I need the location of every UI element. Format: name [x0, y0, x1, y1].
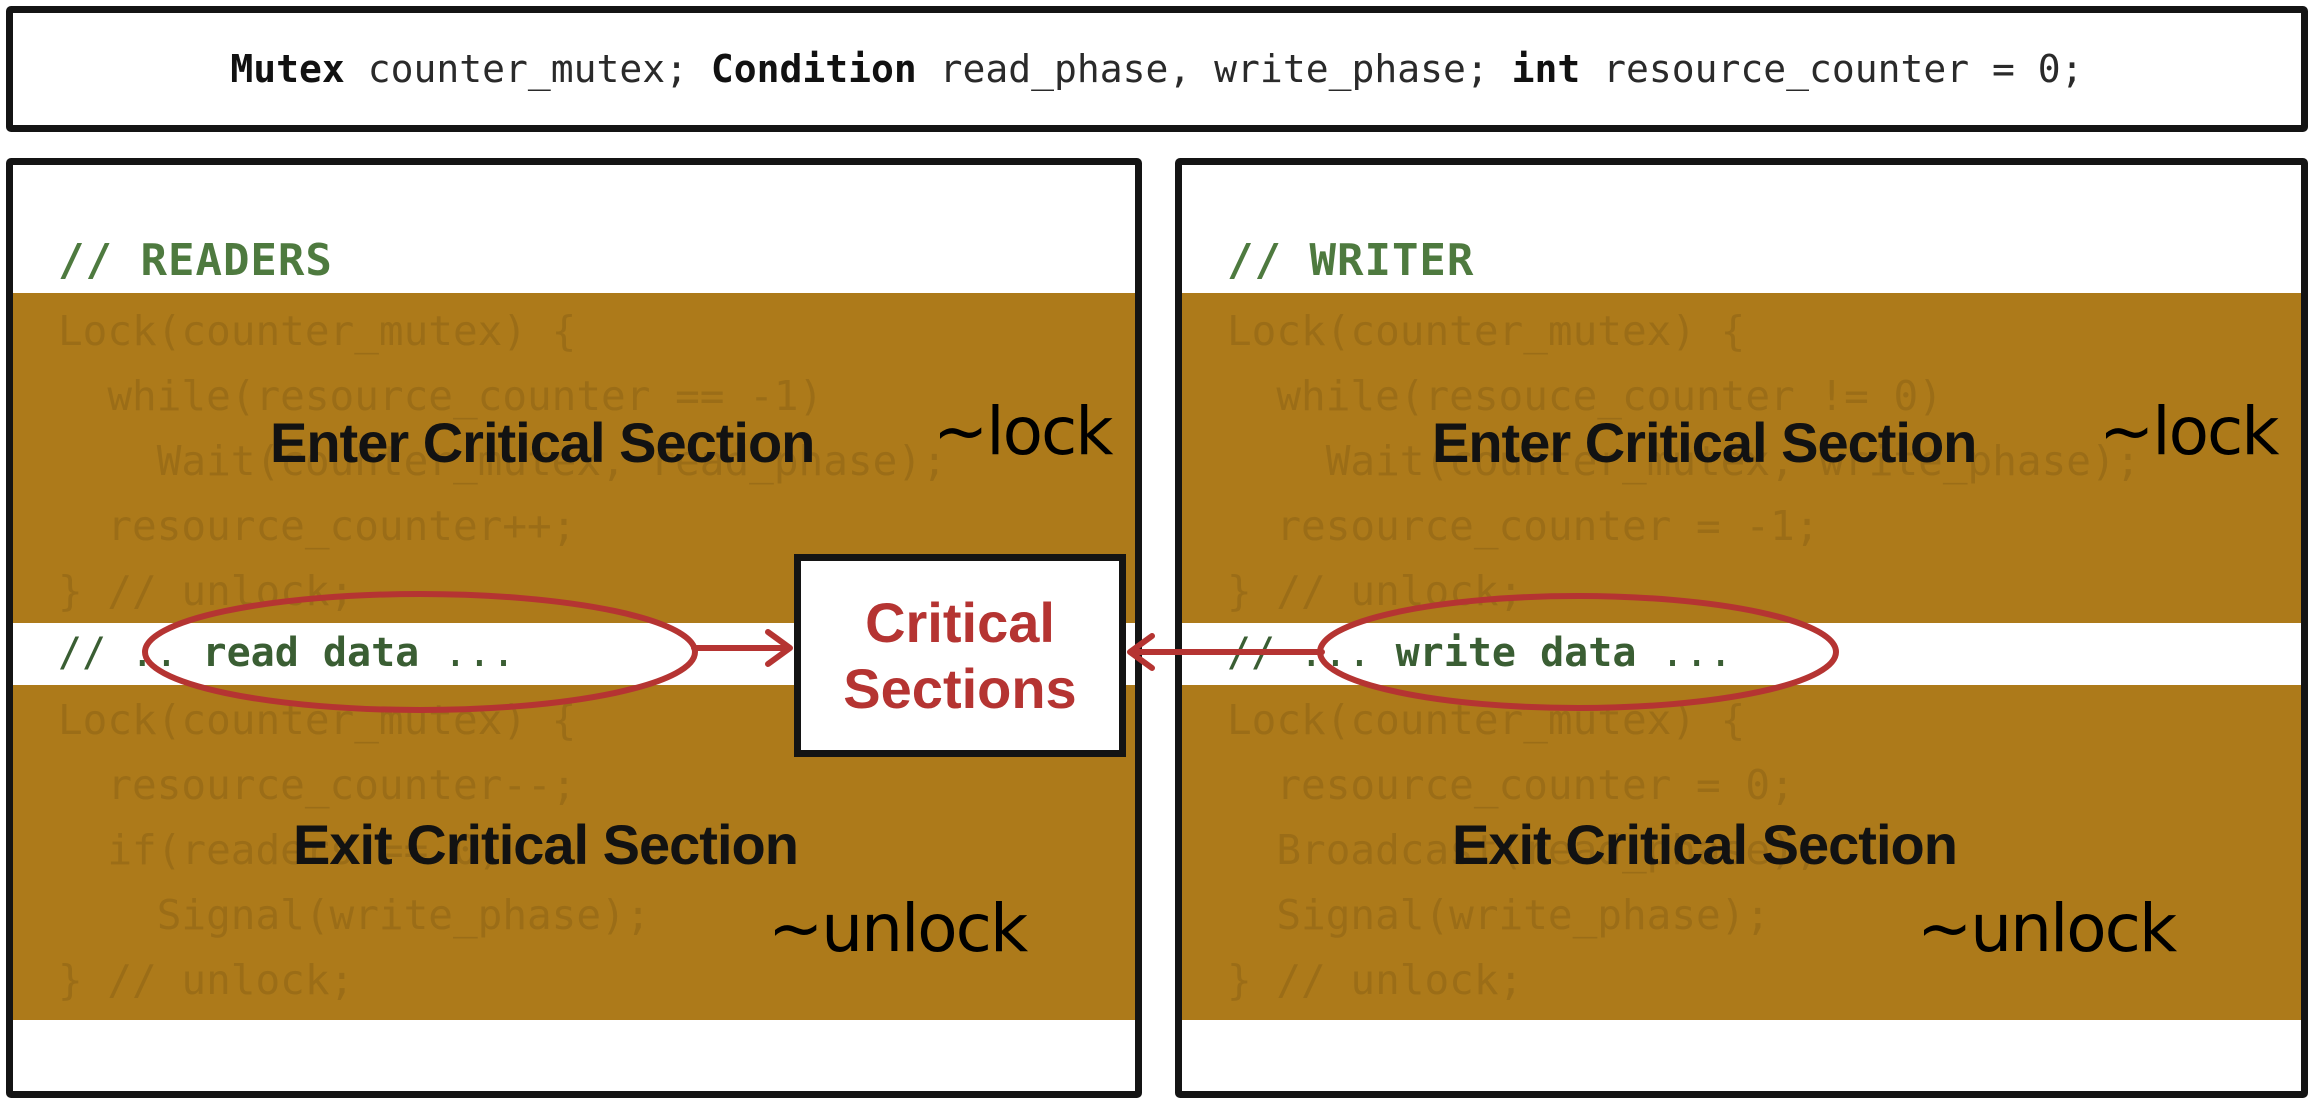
keyword-mutex: Mutex — [230, 47, 345, 91]
writer-lock-note: ~lock — [2099, 393, 2280, 470]
readers-lock-note: ~lock — [933, 393, 1114, 470]
readers-enter-code: Lock(counter_mutex) { while(resource_cou… — [58, 307, 947, 615]
writer-enter-label: Enter Critical Section — [1432, 411, 1977, 474]
writer-exit-band: Lock(counter_mutex) { resource_counter =… — [1182, 685, 2301, 1020]
mutex-name: counter_mutex; — [344, 47, 711, 91]
readers-data-label: read data — [202, 630, 420, 676]
declaration-box: Mutex counter_mutex; Condition read_phas… — [6, 6, 2308, 132]
writer-data-label: write data — [1395, 630, 1637, 676]
readers-exit-band: Lock(counter_mutex) { resource_counter--… — [13, 685, 1135, 1020]
writer-unlock-note: ~unlock — [1917, 890, 2177, 967]
readers-data-suffix: ... — [419, 630, 516, 676]
writer-panel: // WRITER Lock(counter_mutex) { while(re… — [1175, 158, 2308, 1098]
readers-enter-label: Enter Critical Section — [270, 411, 815, 474]
critical-sections-box: Critical Sections — [794, 554, 1126, 757]
readers-exit-label: Exit Critical Section — [293, 813, 799, 876]
critical-sections-line2: Sections — [843, 656, 1077, 720]
condition-names: read_phase, write_phase; — [916, 47, 1512, 91]
readers-unlock-note: ~unlock — [768, 890, 1028, 967]
read-arrow-head — [765, 629, 793, 667]
writer-data-line: // ... write data ... — [1227, 630, 1733, 676]
writer-enter-code: Lock(counter_mutex) { while(resouce_coun… — [1227, 307, 2141, 615]
writer-exit-label: Exit Critical Section — [1452, 813, 1958, 876]
readers-exit-code: Lock(counter_mutex) { resource_counter--… — [58, 696, 651, 1004]
write-data-ellipse — [1317, 593, 1839, 711]
critical-sections-line1: Critical — [865, 590, 1055, 654]
read-data-ellipse — [142, 591, 698, 713]
keyword-int: int — [1511, 47, 1581, 91]
readers-comment: // READERS — [58, 235, 333, 286]
keyword-condition: Condition — [710, 47, 917, 91]
write-arrow-head — [1127, 633, 1155, 671]
writer-comment: // WRITER — [1227, 235, 1475, 286]
writer-data-suffix: ... — [1636, 630, 1733, 676]
writer-enter-band: Lock(counter_mutex) { while(resouce_coun… — [1182, 293, 2301, 623]
writer-exit-code: Lock(counter_mutex) { resource_counter =… — [1227, 696, 1820, 1004]
int-declaration: resource_counter = 0; — [1580, 47, 2084, 91]
